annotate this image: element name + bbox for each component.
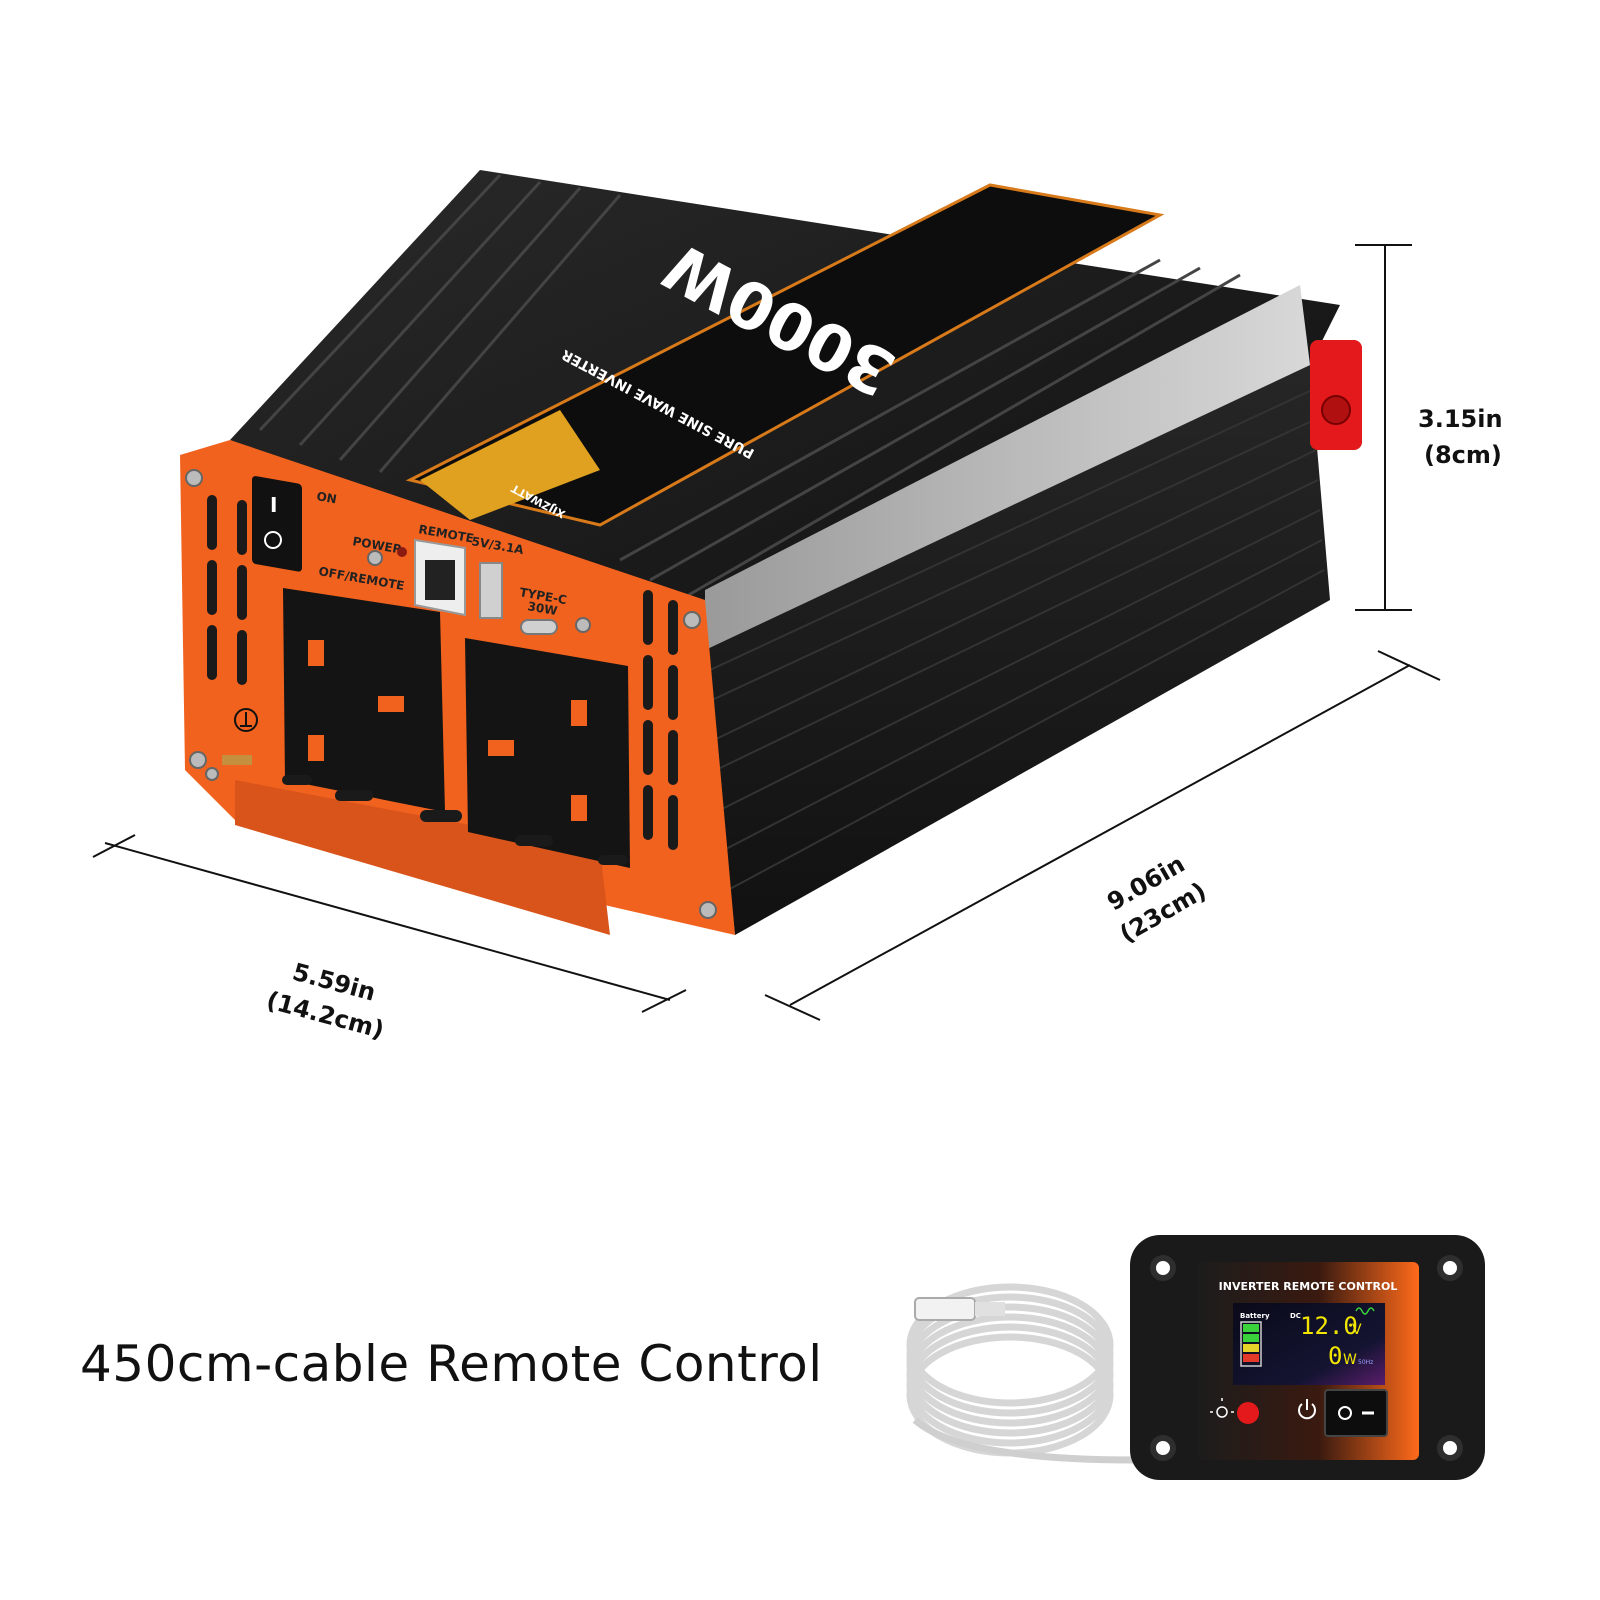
remote-red-button[interactable] — [1237, 1402, 1259, 1424]
terminal-bolt — [1321, 395, 1351, 425]
screw-icons — [185, 469, 717, 919]
battery-label: Battery — [1240, 1312, 1270, 1320]
side-grooves — [709, 389, 1325, 891]
usb-port[interactable] — [479, 562, 503, 619]
heatsink-fins — [258, 173, 1241, 602]
switch-o-icon — [264, 531, 282, 549]
label-photo — [420, 410, 600, 520]
vent-slots-left — [207, 495, 247, 685]
height-in-label: 3.15in — [1418, 405, 1503, 433]
watts-unit: W — [1343, 1352, 1357, 1368]
switch-i-icon: I — [270, 493, 277, 517]
watts-value: 0 — [1328, 1342, 1342, 1370]
power-icon — [1298, 1399, 1316, 1420]
remote-power-switch[interactable] — [1324, 1389, 1388, 1437]
ac-socket-left[interactable] — [283, 588, 445, 812]
power-switch[interactable] — [252, 475, 302, 572]
bottom-slots — [282, 775, 628, 865]
vent-slots-right — [643, 590, 678, 850]
front-panel-base — [235, 780, 610, 935]
light-icon — [1210, 1398, 1234, 1418]
inverter-side-face — [705, 365, 1330, 935]
width-dimension — [92, 834, 687, 1013]
label-strip — [405, 183, 1165, 527]
battery-icon — [1240, 1321, 1262, 1367]
inverter: 3000W PURE SINE WAVE INVERTER XIJZWATT — [180, 170, 1362, 935]
sine-wave-icon — [1355, 1307, 1375, 1315]
height-dimension — [1355, 244, 1412, 611]
height-cm-label: (8cm) — [1424, 441, 1502, 469]
remote-cable-coil — [906, 1283, 1136, 1464]
dc-label: DC — [1290, 1312, 1301, 1320]
depth-dimension — [764, 650, 1441, 1021]
remote-caption: 450cm-cable Remote Control — [80, 1335, 823, 1393]
voltage-unit: V — [1352, 1322, 1362, 1338]
switch-on-label: ON — [315, 489, 337, 506]
remote-control: INVERTER REMOTE CONTROL Battery DC 12.0 … — [1130, 1235, 1485, 1480]
remote-port-socket — [425, 560, 455, 600]
ground-icon — [234, 708, 258, 732]
typec-port[interactable] — [520, 619, 558, 635]
frequency-label: 50Hz — [1358, 1359, 1373, 1366]
mount-hole-icons — [1150, 1255, 1463, 1461]
remote-title: INVERTER REMOTE CONTROL — [1219, 1280, 1398, 1293]
ac-socket-right[interactable] — [465, 638, 630, 868]
rj-connector — [914, 1297, 1005, 1321]
ground-terminal — [222, 755, 252, 765]
ground-screw-icon — [205, 767, 219, 781]
typec-watt-label: 30W — [526, 599, 558, 618]
power-led — [397, 547, 407, 557]
switch-off-icon — [1338, 1406, 1352, 1420]
side-shine — [705, 285, 1310, 650]
voltage-value: 12.0 — [1300, 1312, 1358, 1340]
